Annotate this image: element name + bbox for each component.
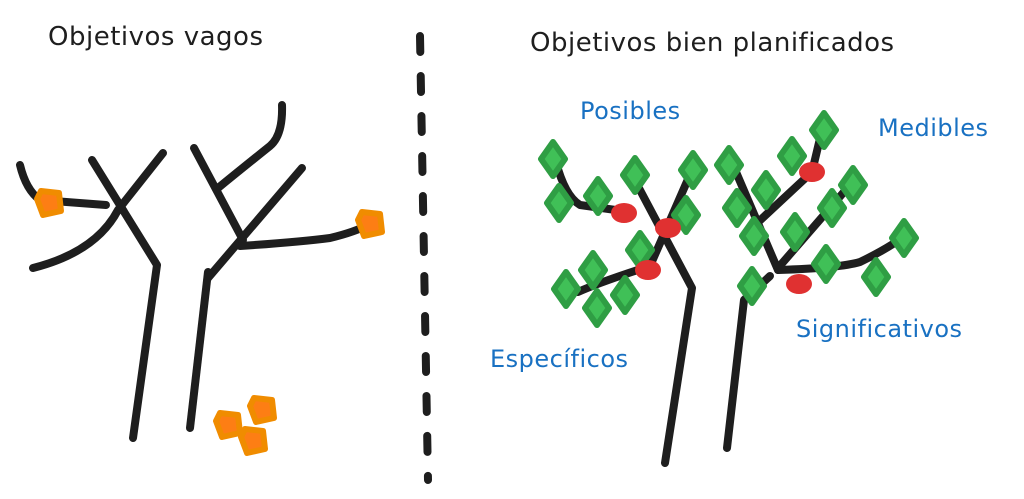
red-fruits: [611, 162, 825, 294]
left-panel-title: Objetivos vagos: [48, 22, 264, 52]
fallen-leaf-icon: [241, 429, 265, 453]
fallen-leaf-icon: [250, 398, 274, 422]
orange-leaf-icon: [358, 212, 382, 236]
fallen-leaf-icon: [216, 413, 240, 437]
label-especificos: Específicos: [490, 345, 629, 373]
label-posibles: Posibles: [580, 97, 681, 125]
green-leaves: [541, 113, 916, 325]
label-medibles: Medibles: [878, 114, 989, 142]
label-significativos: Significativos: [796, 315, 963, 343]
dashed-divider: [416, 32, 432, 484]
right-panel-title: Objetivos bien planificados: [530, 28, 895, 58]
orange-leaf-icon: [37, 191, 61, 215]
bare-tree-right: [186, 101, 374, 432]
